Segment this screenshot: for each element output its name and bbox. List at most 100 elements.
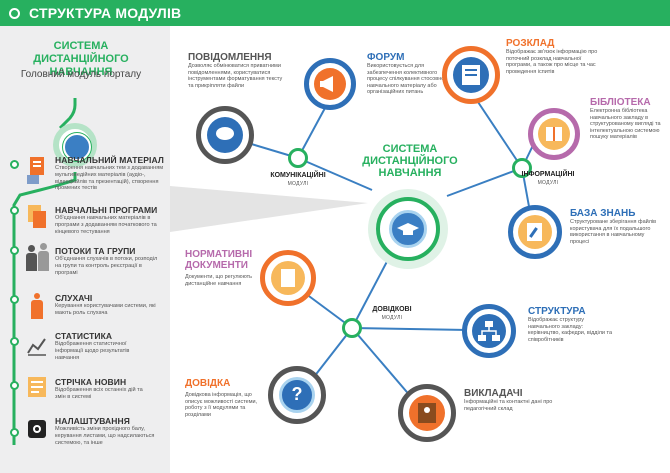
sidebar-subtitle: Головний модуль порталу [20, 69, 142, 80]
knowledge-node[interactable] [508, 205, 562, 259]
timeline-dot [10, 160, 19, 169]
sidebar-item-desc: Відображення всіх останніх дій та змін в… [55, 387, 143, 400]
sidebar-item-statistics[interactable]: СТАТИСТИКА Відображення статистичної інф… [55, 331, 155, 361]
timeline-line [12, 172, 77, 445]
module-teachers: ВИКЛАДАЧІ Інформаційні та контактні дані… [464, 388, 564, 412]
module-title: НОРМАТИВНІ ДОКУМЕНТИ [185, 249, 253, 271]
module-desc: Структуроване зберігання файлів користув… [570, 219, 657, 245]
chat-bubble-icon [207, 117, 243, 153]
module-title: ФОРУМ [367, 52, 405, 63]
sidebar-item-streams-groups[interactable]: ПОТОКИ ТА ГРУПИ Об'єднання слухачів в по… [55, 246, 165, 276]
sidebar-item-listeners[interactable]: СЛУХАЧІ Керування користувачами системи,… [55, 293, 160, 317]
module-title: СТРУКТУРА [528, 306, 586, 317]
book-icon [538, 118, 570, 150]
megaphone-icon [314, 68, 346, 100]
category-sub: МОДУЛІ [381, 315, 403, 321]
module-forum: ФОРУМ Використовується для забезпечення … [367, 52, 455, 96]
timeline-dot [10, 337, 19, 346]
sidebar-item-title: СТАТИСТИКА [55, 331, 113, 341]
person-icon [31, 293, 43, 319]
sidebar-title: СИСТЕМА ДИСТАНЦІЙНОГО НАВЧАННЯ [33, 40, 129, 78]
document-icon [271, 261, 305, 295]
timeline-dot [10, 206, 19, 215]
module-title: РОЗКЛАД [506, 38, 555, 49]
module-messages: ПОВІДОМЛЕННЯ Дозволяє обмінюватися прива… [188, 52, 283, 89]
module-title: ДОВІДКА [185, 378, 231, 389]
people-icon [26, 243, 50, 273]
header-bullet-icon [9, 8, 20, 19]
teacher-icon [409, 395, 445, 431]
page-title: СТРУКТУРА МОДУЛІВ [29, 5, 182, 21]
category-information: ІНФОРМАЦІЙНІ МОДУЛІ [508, 171, 588, 187]
module-structure: СТРУКТУРА Відображає структуру навчально… [528, 306, 613, 343]
sidebar-item-news[interactable]: СТРІЧКА НОВИН Відображення всіх останніх… [55, 377, 155, 401]
link-info-schedule [477, 101, 523, 169]
category-title: ДОВІДКОВІ [372, 306, 412, 313]
teachers-node[interactable] [398, 384, 456, 442]
timeline-top [58, 98, 77, 130]
timeline-dot [10, 381, 19, 390]
messages-node[interactable] [196, 106, 254, 164]
library-node[interactable] [528, 108, 580, 160]
timeline-dot [10, 246, 19, 255]
document-media-icon [27, 157, 47, 185]
center-node [368, 189, 448, 269]
hub-communication [288, 148, 308, 168]
module-knowledge: БАЗА ЗНАНЬ Структуроване зберігання файл… [570, 208, 665, 245]
sidebar-item-desc: Об'єднання слухачів в потоки, розподіл н… [55, 256, 158, 276]
note-edit-icon [518, 215, 552, 249]
question-mark-icon: ? [279, 377, 315, 413]
normative-node[interactable] [260, 250, 316, 306]
portal-core-node [53, 123, 97, 167]
category-reference: ДОВІДКОВІ МОДУЛІ [362, 306, 422, 322]
sidebar-item-title: НАВЧАЛЬНИЙ МАТЕРІАЛ [55, 155, 164, 165]
module-desc: Інформаційні та контактні дані про педаг… [464, 399, 553, 412]
module-title: ПОВІДОМЛЕННЯ [188, 52, 272, 63]
sidebar-item-title: ПОТОКИ ТА ГРУПИ [55, 246, 136, 256]
link-center-comm [297, 157, 373, 191]
category-title: КОМУНІКАЦІЙНІ [270, 172, 326, 179]
module-help: ДОВІДКА Довідкова інформація, що описує … [185, 378, 265, 418]
callout-wedge [170, 186, 368, 232]
sidebar-item-title: СТРІЧКА НОВИН [55, 377, 127, 387]
module-title: БІБЛІОТЕКА [590, 97, 651, 108]
sidebar-item-desc: Створення навчальних тем з додаванням му… [55, 165, 164, 192]
sidebar-item-desc: Можливість зміни прохідного балу, керува… [55, 426, 155, 446]
schedule-icon [453, 57, 489, 93]
sidebar-item-title: НАЛАШТУВАННЯ [55, 416, 130, 426]
module-library: БІБЛІОТЕКА Електронна бібліотека навчаль… [590, 97, 668, 141]
module-schedule: РОЗКЛАД Відображає зв'язок інформацію пр… [506, 38, 606, 75]
help-node[interactable]: ? [268, 366, 326, 424]
module-normative: НОРМАТИВНІ ДОКУМЕНТИ Документи, що регул… [185, 249, 265, 287]
sidebar-item-programs[interactable]: НАВЧАЛЬНІ ПРОГРАМИ Об'єднання навчальних… [55, 205, 167, 235]
category-communication: КОМУНІКАЦІЙНІ МОДУЛІ [250, 172, 346, 188]
link-ref-teachers [351, 327, 413, 399]
module-desc: Відображає структуру навчального закладу… [528, 317, 613, 343]
category-title: ІНФОРМАЦІЙНІ [521, 171, 575, 178]
module-title: ВИКЛАДАЧІ [464, 388, 523, 399]
structure-node[interactable] [462, 304, 516, 358]
module-desc: Дозволяє обмінюватися приватними повідом… [188, 63, 283, 89]
link-ref-structure [351, 327, 469, 331]
graduation-cap-icon [63, 133, 91, 161]
center-title: СИСТЕМА ДИСТАНЦІЙНОГО НАВЧАННЯ [362, 143, 458, 179]
module-desc: Використовується для забезпечення колект… [367, 63, 445, 96]
sidebar-item-desc: Керування користувачами системи, які маю… [55, 303, 156, 316]
settings-icon [28, 420, 46, 438]
module-desc: Документи, що регулюють дистанційне навч… [185, 274, 253, 287]
module-desc: Електронна бібліотека навчального заклад… [590, 108, 661, 141]
category-sub: МОДУЛІ [537, 180, 559, 186]
documents-icon [28, 205, 46, 229]
forum-node[interactable] [304, 58, 356, 110]
page-header: СТРУКТУРА МОДУЛІВ [0, 0, 670, 26]
hub-information [512, 158, 532, 178]
schedule-node[interactable] [442, 46, 500, 104]
timeline-dot [10, 428, 19, 437]
sidebar-item-settings[interactable]: НАЛАШТУВАННЯ Можливість зміни прохідного… [55, 416, 163, 446]
sidebar-item-title: НАВЧАЛЬНІ ПРОГРАМИ [55, 205, 158, 215]
sidebar-item-learning-material[interactable]: НАВЧАЛЬНИЙ МАТЕРІАЛ Створення навчальних… [55, 155, 165, 192]
timeline-dot [10, 295, 19, 304]
chart-icon [27, 336, 47, 356]
module-desc: Відображає зв'язок інформацію про поточн… [506, 49, 598, 75]
